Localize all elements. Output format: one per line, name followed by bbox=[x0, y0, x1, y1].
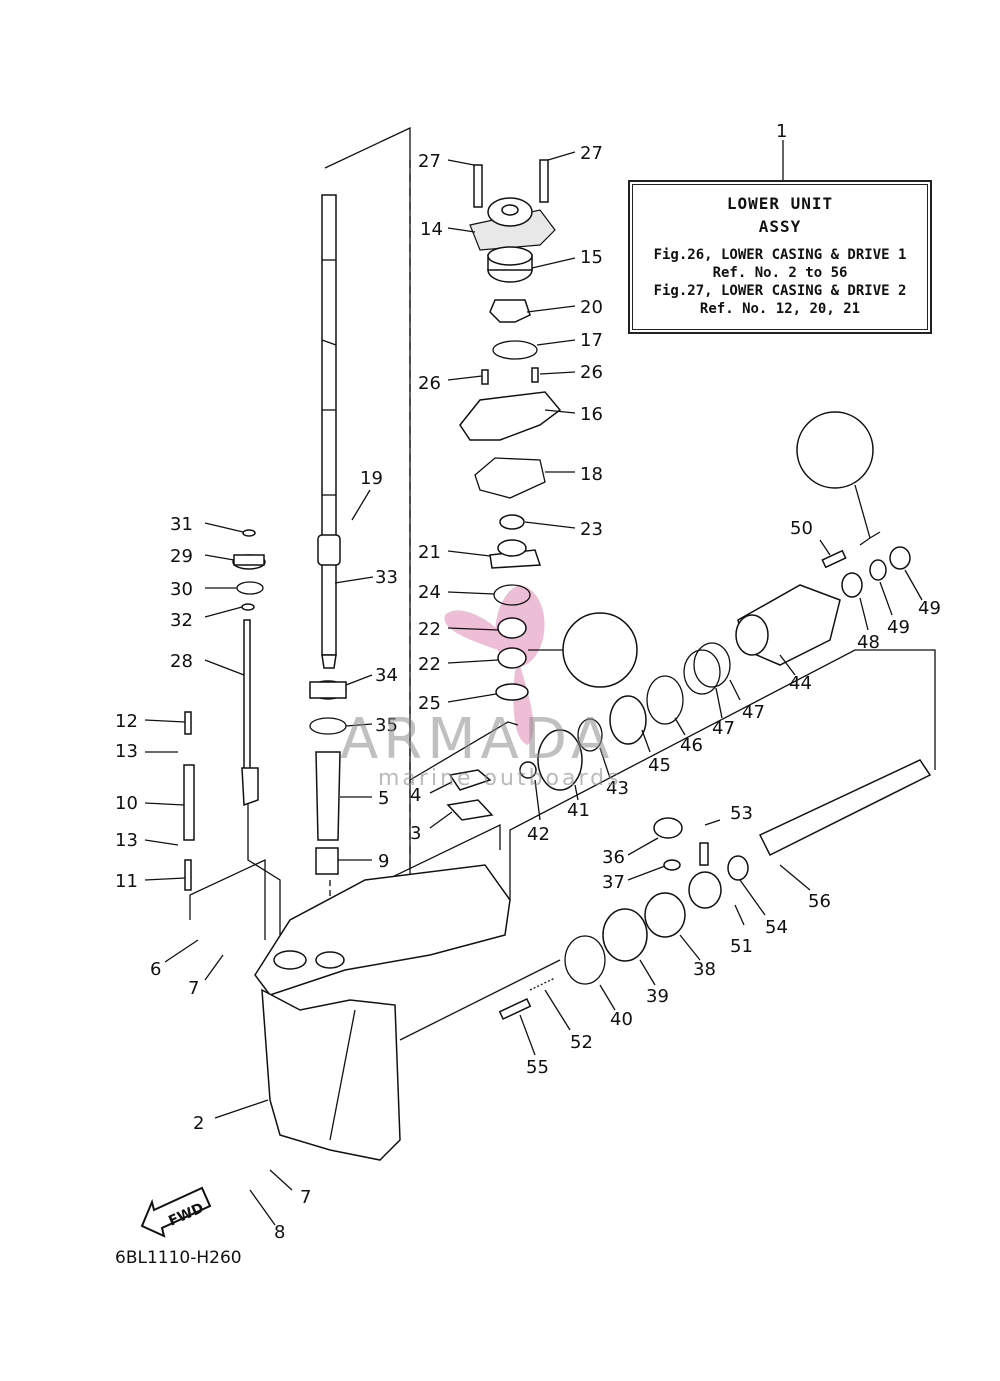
callout: 36 bbox=[602, 847, 625, 868]
shift-rod-parts bbox=[183, 529, 494, 891]
callout: 32 bbox=[170, 610, 193, 631]
callout: 12 bbox=[115, 711, 138, 732]
callout: 48 bbox=[857, 632, 880, 653]
lower-unit-info-box: LOWER UNIT ASSY Fig.26, LOWER CASING & D… bbox=[628, 180, 932, 334]
callout: 50 bbox=[790, 518, 813, 539]
callout: 33 bbox=[375, 567, 398, 588]
callout: 23 bbox=[580, 519, 603, 540]
lower-casing bbox=[254, 864, 561, 1161]
info-box-subtitle: ASSY bbox=[758, 217, 802, 236]
callout: 2 bbox=[193, 1113, 204, 1134]
callout: 17 bbox=[580, 330, 603, 351]
propeller-shaft-parts bbox=[498, 546, 932, 1020]
info-box-title: LOWER UNIT bbox=[726, 194, 834, 213]
callout: 39 bbox=[646, 986, 669, 1007]
callout: 7 bbox=[300, 1187, 311, 1208]
fwd-arrow-icon: FWD bbox=[140, 1186, 212, 1238]
detail-magnifiers bbox=[562, 411, 881, 688]
callout: 26 bbox=[418, 373, 441, 394]
callout: 51 bbox=[730, 936, 753, 957]
callout: 40 bbox=[610, 1009, 633, 1030]
info-box-ref-line: Ref. No. 2 to 56 bbox=[712, 265, 848, 281]
callout: 24 bbox=[418, 582, 441, 603]
callout: 20 bbox=[580, 297, 603, 318]
callout: 53 bbox=[730, 803, 753, 824]
info-box-ref-line: Fig.26, LOWER CASING & DRIVE 1 bbox=[653, 247, 907, 263]
callout: 13 bbox=[115, 741, 138, 762]
callout: 38 bbox=[693, 959, 716, 980]
callout: 49 bbox=[918, 598, 941, 619]
callout: 45 bbox=[648, 755, 671, 776]
callout: 56 bbox=[808, 891, 831, 912]
callout-numbers: 1 2 3 4 5 6 7 7 8 9 10 11 12 13 13 14 15… bbox=[115, 121, 941, 1243]
callout: 27 bbox=[418, 151, 441, 172]
callout: 55 bbox=[526, 1057, 549, 1078]
assembly-lines bbox=[189, 126, 936, 960]
info-box-ref-line: Ref. No. 12, 20, 21 bbox=[699, 301, 861, 317]
callout: 5 bbox=[378, 788, 389, 809]
callout: 31 bbox=[170, 514, 193, 535]
callout: 1 bbox=[776, 121, 787, 142]
callout: 30 bbox=[170, 579, 193, 600]
callout: 21 bbox=[418, 542, 441, 563]
callout: 47 bbox=[712, 718, 735, 739]
callout: 14 bbox=[420, 219, 443, 240]
callout: 44 bbox=[789, 673, 812, 694]
water-pump-parts bbox=[459, 159, 562, 701]
callout: 22 bbox=[418, 619, 441, 640]
callout: 42 bbox=[527, 824, 550, 845]
callout: 10 bbox=[115, 793, 138, 814]
callout: 28 bbox=[170, 651, 193, 672]
callout: 26 bbox=[580, 362, 603, 383]
callout: 52 bbox=[570, 1032, 593, 1053]
callout: 25 bbox=[418, 693, 441, 714]
callout: 3 bbox=[410, 823, 421, 844]
callout: 34 bbox=[375, 665, 398, 686]
callout: 41 bbox=[567, 800, 590, 821]
callout: 15 bbox=[580, 247, 603, 268]
info-box-ref-line: Fig.27, LOWER CASING & DRIVE 2 bbox=[653, 283, 907, 299]
callout: 49 bbox=[887, 617, 910, 638]
leader-lines bbox=[144, 140, 923, 1226]
callout: 27 bbox=[580, 143, 603, 164]
callout: 46 bbox=[680, 735, 703, 756]
callout: 47 bbox=[742, 702, 765, 723]
callout: 16 bbox=[580, 404, 603, 425]
callout: 8 bbox=[274, 1222, 285, 1243]
callout: 7 bbox=[188, 978, 199, 999]
callout: 54 bbox=[765, 917, 788, 938]
callout: 19 bbox=[360, 468, 383, 489]
callout: 18 bbox=[580, 464, 603, 485]
drive-shaft bbox=[317, 194, 341, 669]
watermark-logo bbox=[444, 585, 545, 745]
callout: 4 bbox=[410, 785, 421, 806]
callout: 43 bbox=[606, 778, 629, 799]
callout: 22 bbox=[418, 654, 441, 675]
callout: 13 bbox=[115, 830, 138, 851]
callout: 37 bbox=[602, 872, 625, 893]
callout: 9 bbox=[378, 851, 389, 872]
callout: 11 bbox=[115, 871, 138, 892]
drawing-code: 6BL1110-H260 bbox=[115, 1248, 242, 1268]
callout: 6 bbox=[150, 959, 161, 980]
callout: 29 bbox=[170, 546, 193, 567]
callout: 35 bbox=[375, 715, 398, 736]
